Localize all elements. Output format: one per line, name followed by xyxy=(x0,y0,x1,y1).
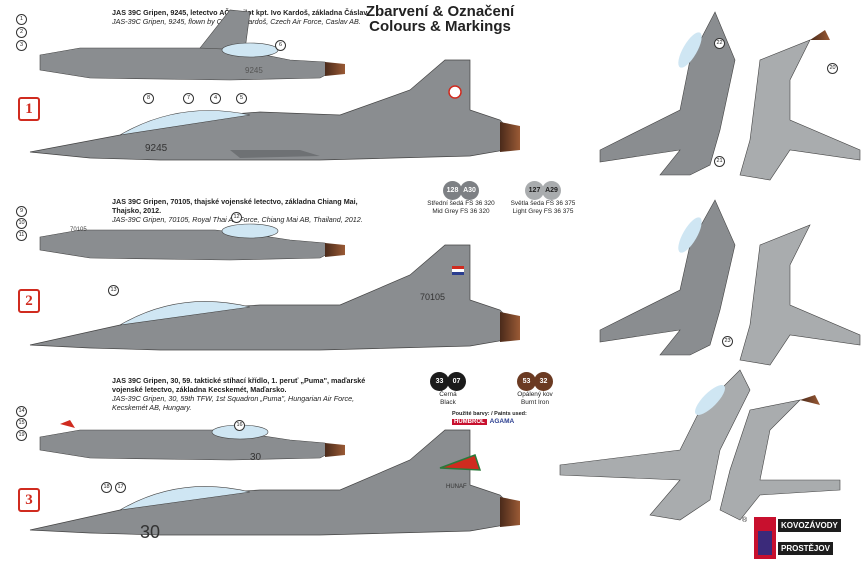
callout-6: 6 xyxy=(275,40,286,51)
title-english: Colours & Markings xyxy=(369,18,511,35)
callout-23: 23 xyxy=(722,336,733,347)
callout-1: 1 xyxy=(16,14,27,25)
color-swatch-mid-grey: 128 A30 Střední šedá FS 36 320 Mid Grey … xyxy=(424,181,498,215)
humbrol-code: 127 xyxy=(525,181,544,200)
callout-2: 2 xyxy=(16,27,27,38)
callout-13: 13 xyxy=(108,285,119,296)
scheme-marker-1: 1 xyxy=(18,97,40,121)
plan-view-3 xyxy=(559,369,841,521)
color-name-en: Light Grey FS 36 375 xyxy=(512,207,574,215)
color-name-cz: Černá xyxy=(439,391,457,398)
color-swatch-burnt-iron: 53 32 Opálený kov Burnt Iron xyxy=(505,372,565,406)
color-swatch-black: 33 07 Černá Black xyxy=(418,372,478,406)
humbrol-code: 33 xyxy=(430,372,449,391)
color-name-cz: Opálený kov xyxy=(517,391,553,398)
title-czech: Zbarvení & Označení xyxy=(365,3,515,20)
callout-3: 3 xyxy=(16,40,27,51)
callout-19: 19 xyxy=(16,430,27,441)
logo-bottom-text: PROSTĚJOV xyxy=(778,542,833,555)
color-name-en: Burnt Iron xyxy=(520,398,550,406)
serial-main-1: 9245 xyxy=(145,143,168,154)
kovozavody-logo: ® KOVOZÁVODY PROSTĚJOV xyxy=(742,517,860,559)
callout-16: 16 xyxy=(234,420,245,431)
aircraft-3-main: 30 HUNAF xyxy=(29,429,520,542)
callout-15: 15 xyxy=(16,418,27,429)
registered-mark: ® xyxy=(742,517,748,524)
aircraft-3-small: 30 xyxy=(39,420,345,463)
callout-17: 17 xyxy=(115,482,126,493)
callout-7: 7 xyxy=(183,93,194,104)
aircraft-1-main: 9245 xyxy=(29,59,520,161)
color-swatch-light-grey: 127 A29 Světla šeda FS 36 375 Light Grey… xyxy=(500,181,586,215)
serial-small-2: 70105 xyxy=(70,227,87,233)
agama-code: A30 xyxy=(460,181,479,200)
aircraft-2-main: 70105 xyxy=(29,244,520,351)
logo-top-text: KOVOZÁVODY xyxy=(778,519,841,532)
aircraft-2-small: 70105 xyxy=(39,223,345,261)
callout-20: 20 xyxy=(827,63,838,74)
agama-code: 07 xyxy=(447,372,466,391)
callout-22: 22 xyxy=(714,38,725,49)
callout-10: 10 xyxy=(16,218,27,229)
scheme-marker-2: 2 xyxy=(18,289,40,313)
paint-brands: HUMBROL AGAMA xyxy=(452,418,514,425)
caption-cz: JAS 39C Gripen, 30, 59. taktické stíhací… xyxy=(112,376,366,394)
callout-5: 5 xyxy=(236,93,247,104)
callout-14: 14 xyxy=(16,406,27,417)
serial-small-3: 30 xyxy=(250,452,262,463)
scheme-marker-3: 3 xyxy=(18,488,40,512)
callout-11: 11 xyxy=(16,230,27,241)
serial-main-2: 70105 xyxy=(420,292,445,302)
color-name-cz: Světla šeda FS 36 375 xyxy=(510,200,576,207)
fin-text-3: HUNAF xyxy=(446,484,467,490)
brand-humbrol: HUMBROL xyxy=(452,418,487,425)
callout-8: 8 xyxy=(143,93,154,104)
caption-en: JAS-39C Gripen, 30, 59th TFW, 1st Squadr… xyxy=(112,394,355,412)
plan-view-2 xyxy=(599,199,861,366)
serial-small-1: 9245 xyxy=(245,66,263,75)
callout-4: 4 xyxy=(210,93,221,104)
caption-scheme-3: JAS 39C Gripen, 30, 59. taktické stíhací… xyxy=(112,376,382,412)
callout-9: 9 xyxy=(16,206,27,217)
agama-code: A29 xyxy=(542,181,561,200)
plan-view-1 xyxy=(599,11,861,181)
logo-emblem xyxy=(754,517,776,559)
brand-agama: AGAMA xyxy=(489,418,515,425)
paints-used-label: Použité barvy: / Paints used: xyxy=(452,411,527,417)
humbrol-code: 53 xyxy=(517,372,536,391)
caption-cz: JAS 39C Gripen, 70105, thajské vojenské … xyxy=(112,197,358,215)
callout-21: 21 xyxy=(714,156,725,167)
color-name-en: Mid Grey FS 36 320 xyxy=(432,207,490,215)
serial-main-3: 30 xyxy=(140,522,160,542)
agama-code: 32 xyxy=(534,372,553,391)
callout-12: 12 xyxy=(231,212,242,223)
humbrol-code: 128 xyxy=(443,181,462,200)
callout-18: 18 xyxy=(101,482,112,493)
aircraft-1-small: 9245 xyxy=(39,9,345,81)
color-name-cz: Střední šedá FS 36 320 xyxy=(427,200,495,207)
color-name-en: Black xyxy=(440,398,456,406)
